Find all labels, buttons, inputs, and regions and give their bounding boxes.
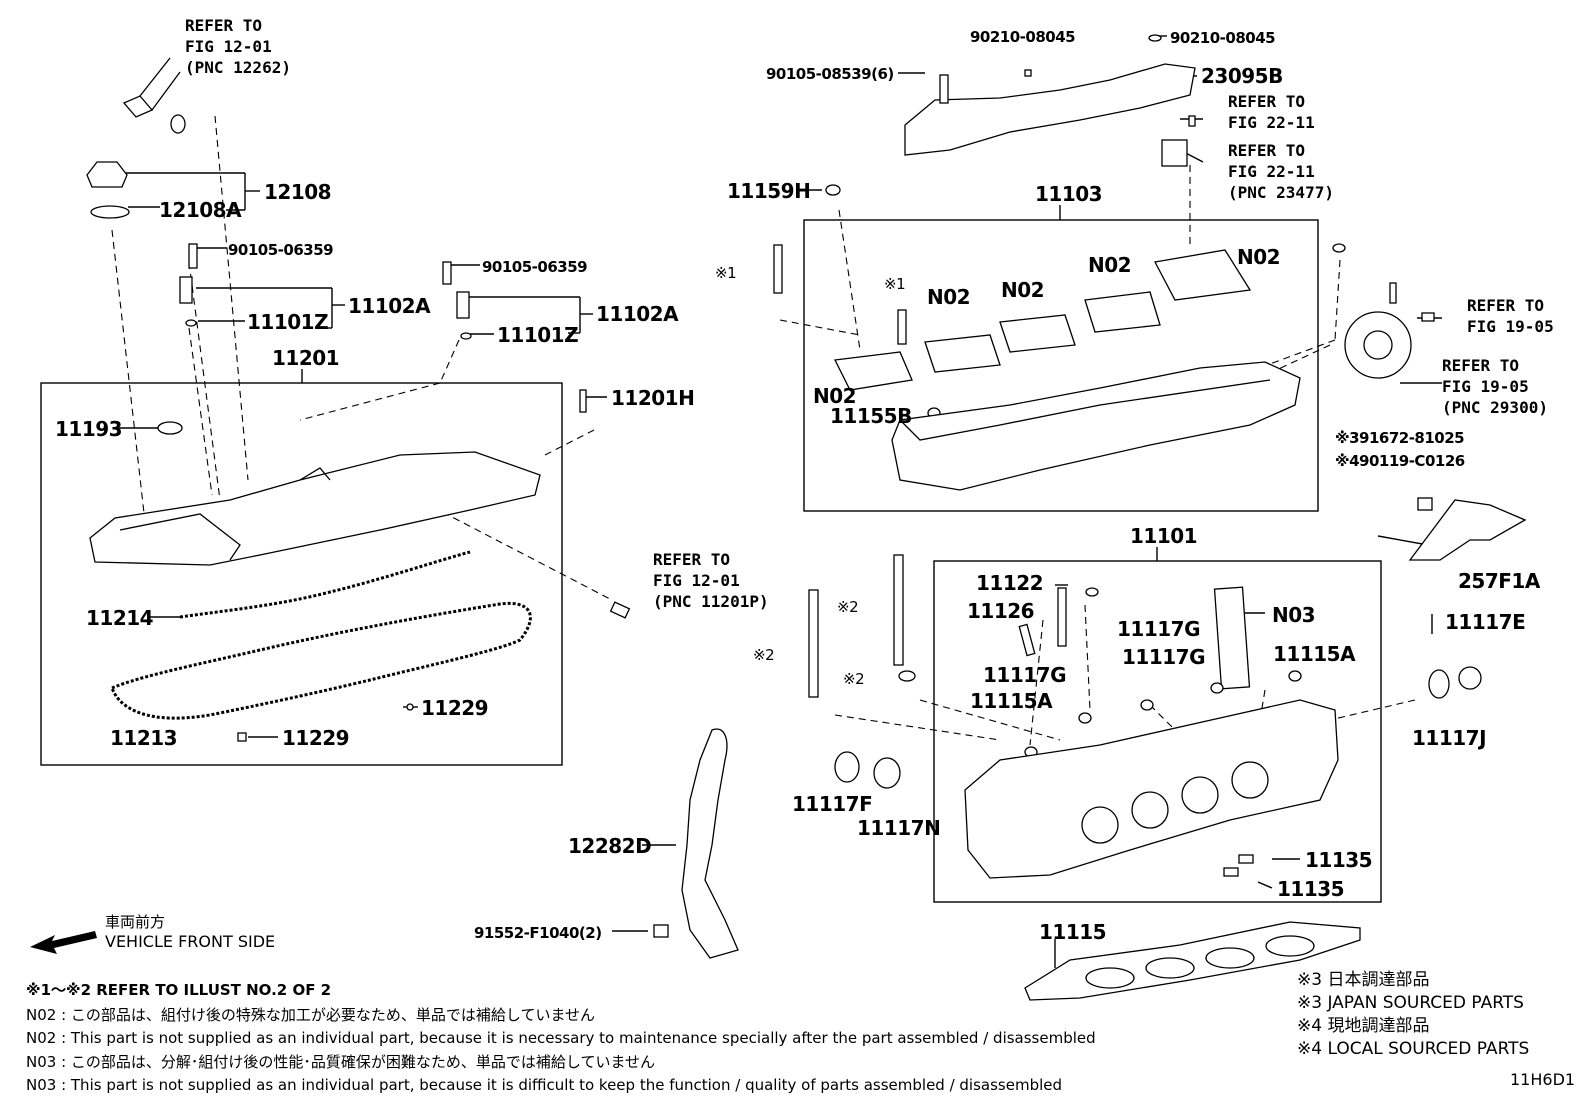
label-90210-08045-b: 90210-08045 [1170,29,1276,47]
label-K1-a: ※1 [715,264,737,282]
label-11122: 11122 [976,571,1044,595]
oil-filler-cap [86,161,128,188]
refer-to-fig-22-11-a: REFER TO FIG 22-11 [1228,92,1315,132]
label-11117J: 11117J [1412,726,1487,750]
label-11102A-a: 11102A [348,294,431,318]
label-90105-06359-b: 90105-06359 [482,258,588,276]
label-257F1A: 257F1A [1458,569,1540,593]
label-11117G-b: 11117G [1122,645,1206,669]
hose-stub [122,95,154,118]
label-12108A: 12108A [159,198,242,222]
gasket-11214 [179,550,471,619]
bracket-12282D [681,728,739,959]
label-11117N: 11117N [857,816,941,840]
label-11103: 11103 [1035,182,1103,206]
cap-gasket-12108A [90,205,130,219]
bearing-cap [999,314,1076,353]
label-23095B: 23095B [1201,64,1283,88]
bearing-cap [1084,291,1161,333]
note-n03-en: N03 : This part is not supplied as an in… [26,1076,1063,1094]
label-11229-b: 11229 [282,726,350,750]
label-90210-08045-a: 90210-08045 [970,28,1076,46]
label-11115A-b: 11115A [970,689,1053,713]
label-12108: 12108 [264,180,332,204]
label-11159H: 11159H [727,179,811,203]
refer-to-fig-12-01-b: REFER TO FIG 12-01 (PNC 11201P) [653,550,769,611]
label-12282D: 12282D [568,834,652,858]
label-11201H: 11201H [611,386,695,410]
legend-local-sourced-jp: ※4 現地調達部品 [1297,1016,1430,1036]
label-11155B: 11155B [830,404,912,428]
label-K2-a: ※2 [837,598,859,616]
group-frame-11103 [803,219,1319,512]
bearing-cap [834,351,913,391]
camshaft-housing-11103 [891,361,1301,491]
note-refer-illust: ※1～※2 REFER TO ILLUST NO.2 OF 2 [26,981,332,999]
label-11193: 11193 [55,417,123,441]
label-K2-b: ※2 [753,646,775,664]
legend-local-sourced-en: ※4 LOCAL SOURCED PARTS [1297,1039,1530,1059]
vehicle-front-jp: 車両前方 [105,913,166,931]
label-N02-d: N02 [1088,253,1132,277]
refer-to-fig-22-11-b: REFER TO FIG 22-11 (PNC 23477) [1228,141,1334,202]
cam-carrier [1154,249,1252,301]
label-N02-a: N02 [813,384,857,408]
cylinder-head-11101 [964,699,1339,879]
cam-housing-23095B [904,63,1196,156]
diagram-id: 11H6D1 [1510,1070,1576,1089]
legend-japan-sourced-en: ※3 JAPAN SOURCED PARTS [1297,993,1524,1013]
refer-to-fig-19-05-b: REFER TO FIG 19-05 (PNC 29300) [1442,356,1548,417]
label-11126: 11126 [967,599,1035,623]
label-N02-c: N02 [1001,278,1045,302]
label-391672-81025: ※391672-81025 [1335,429,1465,447]
note-n02-en: N02 : This part is not supplied as an in… [26,1029,1096,1047]
label-11117G-a: 11117G [1117,617,1201,641]
label-11229-a: 11229 [421,696,489,720]
note-n03-jp: N03 : この部品は、分解･組付け後の性能･品質確保が困難なため、単品では補給… [26,1053,656,1071]
hose-clamp [170,114,186,134]
vehicle-front-en: VEHICLE FRONT SIDE [105,932,276,951]
label-11214: 11214 [86,606,154,630]
bracket-257F1A [1408,499,1527,561]
cylinder-head-cover [89,451,541,566]
label-11117F: 11117F [792,792,873,816]
label-11117E: 11117E [1445,610,1526,634]
label-490119-C0126: ※490119-C0126 [1335,452,1465,470]
label-11117G-c: 11117G [983,663,1067,687]
label-11213: 11213 [110,726,178,750]
label-N02-e: N02 [1237,245,1281,269]
label-N02-b: N02 [927,285,971,309]
vehicle-front-arrow-icon [30,931,97,954]
refer-to-fig-19-05-a: REFER TO FIG 19-05 [1467,296,1554,336]
label-90105-06359-a: 90105-06359 [228,241,334,259]
bearing-cap [924,334,1001,373]
label-11101Z-b: 11101Z [497,323,579,347]
label-91552-F1040: 91552-F1040(2) [474,924,602,942]
gasket-11213 [110,601,532,720]
note-n02-jp: N02 : この部品は、組付け後の特殊な加工が必要なため、単品では補給していませ… [26,1006,596,1024]
label-11101: 11101 [1130,524,1198,548]
label-K2-c: ※2 [843,670,865,688]
label-11135-b: 11135 [1277,877,1345,901]
label-11115: 11115 [1039,920,1107,944]
label-11102A-b: 11102A [596,302,679,326]
label-90105-08539: 90105-08539(6) [766,65,894,83]
legend-japan-sourced-jp: ※3 日本調達部品 [1297,970,1430,990]
label-11135-a: 11135 [1305,848,1373,872]
refer-to-fig-12-01-a: REFER TO FIG 12-01 (PNC 12262) [185,16,291,77]
label-11115A-a: 11115A [1273,642,1356,666]
label-11101Z-a: 11101Z [247,310,329,334]
label-K1-b: ※1 [884,275,906,293]
label-11201: 11201 [272,346,340,370]
label-N03: N03 [1272,603,1316,627]
